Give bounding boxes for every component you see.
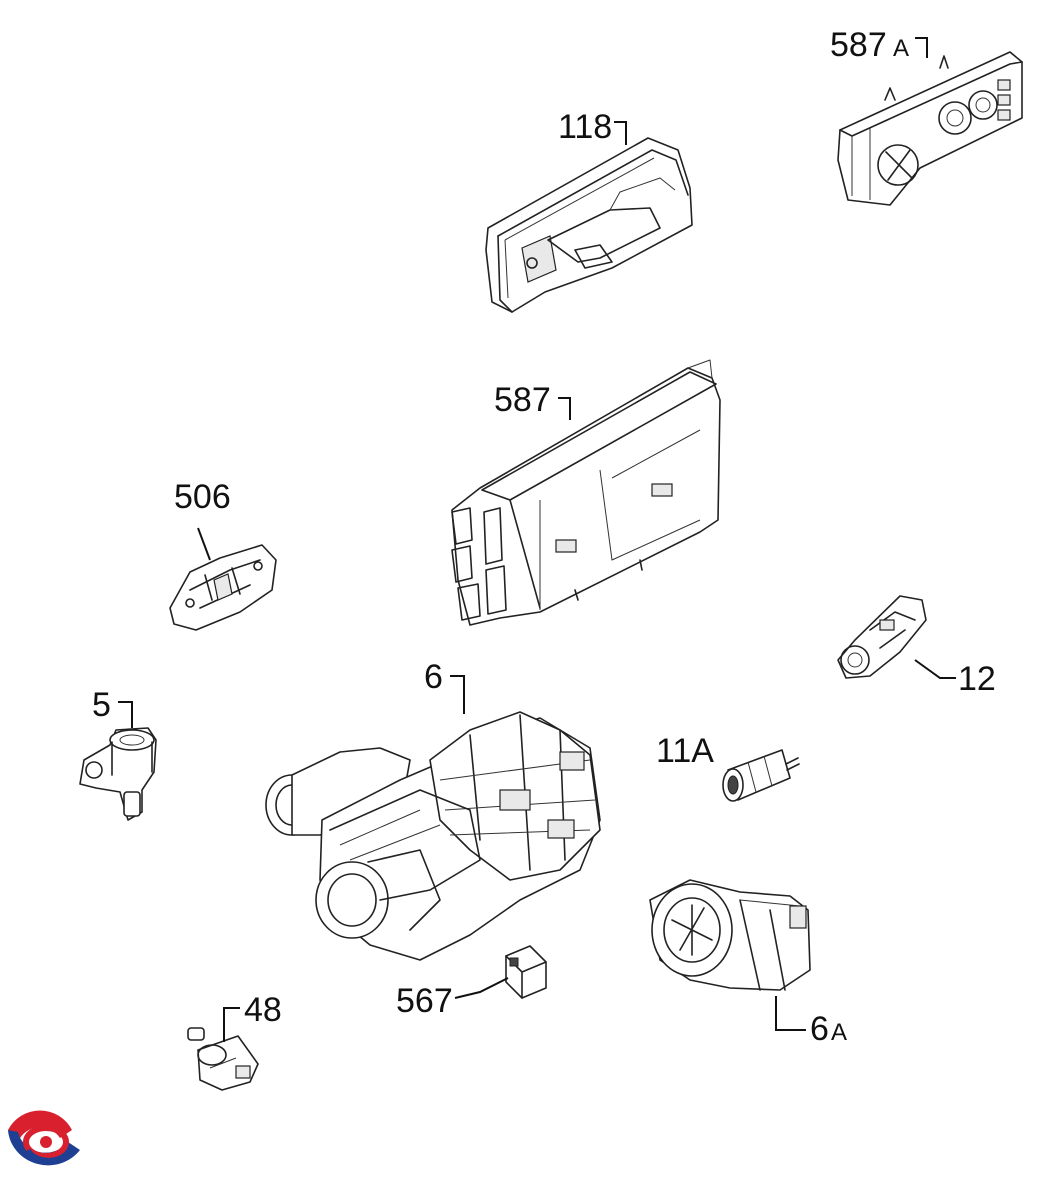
svg-text:6: 6 bbox=[810, 1010, 829, 1048]
label-48: 48 bbox=[223, 991, 282, 1042]
label-587: 587 bbox=[494, 381, 571, 420]
control-panel-118 bbox=[485, 137, 693, 313]
svg-text:567: 567 bbox=[396, 982, 453, 1020]
circulation-pump-6 bbox=[265, 711, 601, 961]
svg-text:12: 12 bbox=[958, 660, 996, 698]
label-6: 6 bbox=[424, 658, 465, 714]
clip-506 bbox=[169, 544, 277, 631]
sensor-12 bbox=[837, 595, 927, 679]
label-11a: 11A bbox=[656, 732, 714, 770]
svg-text:5: 5 bbox=[92, 686, 111, 724]
valve-5 bbox=[79, 727, 157, 821]
label-6a: 6 A bbox=[775, 996, 847, 1048]
label-567: 567 bbox=[396, 977, 509, 1020]
svg-text:6: 6 bbox=[424, 658, 443, 696]
electronic-module-587 bbox=[451, 359, 721, 626]
label-5: 5 bbox=[92, 686, 133, 728]
label-506: 506 bbox=[174, 478, 231, 561]
drain-pump-6a bbox=[649, 879, 811, 991]
svg-text:A: A bbox=[831, 1019, 847, 1046]
label-118: 118 bbox=[558, 108, 627, 146]
capacitor-11a bbox=[722, 749, 800, 802]
connector-567 bbox=[505, 945, 547, 999]
svg-text:587: 587 bbox=[494, 381, 551, 419]
svg-text:11A: 11A bbox=[656, 732, 714, 770]
svg-text:587: 587 bbox=[830, 26, 887, 64]
svg-text:506: 506 bbox=[174, 478, 231, 516]
svg-text:A: A bbox=[893, 35, 909, 62]
pressure-switch-48 bbox=[187, 1027, 259, 1091]
control-module-587a bbox=[837, 51, 1023, 206]
svg-text:118: 118 bbox=[558, 108, 612, 146]
label-587a: 587 A bbox=[830, 26, 928, 64]
brand-logo bbox=[8, 1110, 80, 1166]
label-12: 12 bbox=[914, 659, 996, 698]
svg-text:48: 48 bbox=[244, 991, 282, 1029]
